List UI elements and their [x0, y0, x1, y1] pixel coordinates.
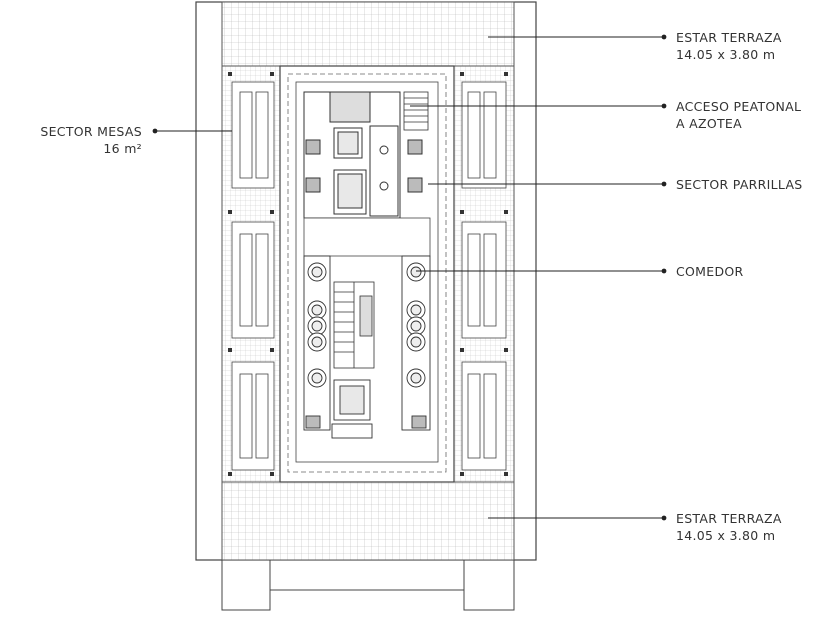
- estar-terraza-bottom-title: ESTAR TERRAZA: [676, 511, 782, 526]
- acceso-line2: A AZOTEA: [676, 116, 742, 131]
- sector-mesas-title: SECTOR MESAS: [40, 124, 142, 139]
- callout-sector-parrillas: SECTOR PARRILLAS: [676, 176, 803, 193]
- callout-estar-terraza-top: ESTAR TERRAZA 14.05 x 3.80 m: [676, 29, 782, 63]
- service-block: [303, 91, 423, 219]
- callout-dots: [152, 34, 667, 521]
- terraza-bottom: [221, 481, 515, 561]
- base-right-leg: [463, 560, 515, 611]
- comedor-right: [401, 255, 431, 431]
- estar-terraza-top-dims: 14.05 x 3.80 m: [676, 47, 776, 62]
- pergola-posts: [228, 72, 508, 476]
- base-left-leg: [221, 560, 271, 611]
- comedor-title: COMEDOR: [676, 264, 744, 279]
- core-dashed: [287, 73, 447, 473]
- tables-left: [231, 81, 275, 471]
- terraza-top: [221, 1, 515, 67]
- corridor: [303, 217, 431, 257]
- access-stair: [403, 91, 429, 131]
- acceso-line1: ACCESO PEATONAL: [676, 99, 802, 114]
- estar-terraza-top-title: ESTAR TERRAZA: [676, 30, 782, 45]
- base-extension: [269, 560, 465, 591]
- tables-right: [461, 81, 507, 471]
- callout-acceso-peatonal: ACCESO PEATONAL A AZOTEA: [676, 98, 801, 132]
- lower-lift: [331, 379, 373, 439]
- callout-estar-terraza-bottom: ESTAR TERRAZA 14.05 x 3.80 m: [676, 510, 782, 544]
- sector-mesas-area: 16 m²: [103, 141, 142, 156]
- callout-lines: [155, 36, 664, 519]
- central-stair: [333, 281, 375, 369]
- comedor-left: [303, 255, 331, 431]
- estar-terraza-bottom-dims: 14.05 x 3.80 m: [676, 528, 776, 543]
- sector-parrillas-title: SECTOR PARRILLAS: [676, 177, 803, 192]
- callout-sector-mesas: SECTOR MESAS 16 m²: [10, 123, 142, 157]
- callout-comedor: COMEDOR: [676, 263, 744, 280]
